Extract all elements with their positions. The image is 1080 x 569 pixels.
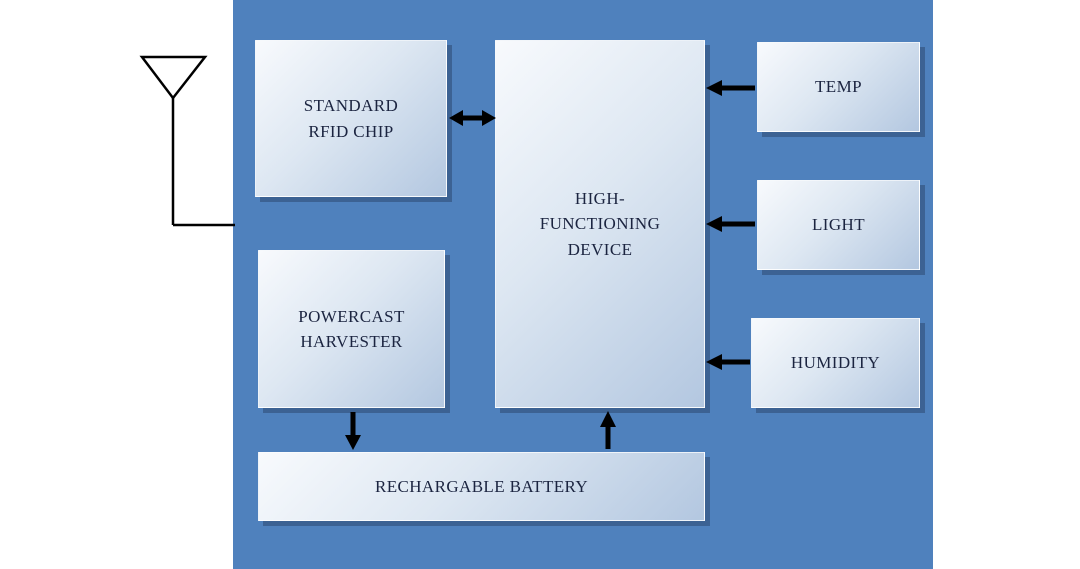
label-rechargable-battery: RECHARGABLE BATTERY: [374, 476, 589, 496]
box-rechargable-battery: RECHARGABLE BATTERY: [258, 452, 705, 521]
label-high-functioning-device: HIGH- FUNCTIONING DEVICE: [539, 188, 661, 259]
box-standard-rfid-chip: STANDARD RFID CHIP: [255, 40, 447, 197]
box-humidity: HUMIDITY: [751, 318, 920, 408]
box-light: LIGHT: [757, 180, 920, 270]
box-temp: TEMP: [757, 42, 920, 132]
label-temp: TEMP: [815, 77, 862, 97]
box-high-functioning-device: HIGH- FUNCTIONING DEVICE: [495, 40, 705, 408]
antenna-icon: [139, 55, 235, 227]
label-light: LIGHT: [812, 215, 865, 235]
label-standard-rfid-chip: STANDARD RFID CHIP: [303, 96, 399, 141]
box-powercast-harvester: POWERCAST HARVESTER: [258, 250, 445, 408]
label-powercast-harvester: POWERCAST HARVESTER: [298, 306, 405, 352]
label-humidity: HUMIDITY: [790, 353, 881, 373]
